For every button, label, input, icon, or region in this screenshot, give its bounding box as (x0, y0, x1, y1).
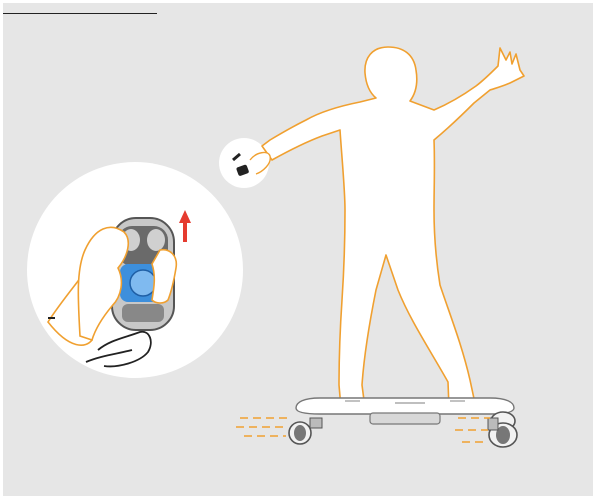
rider-silhouette (262, 47, 524, 413)
speed-lines (236, 418, 490, 442)
skateboard (289, 398, 517, 447)
